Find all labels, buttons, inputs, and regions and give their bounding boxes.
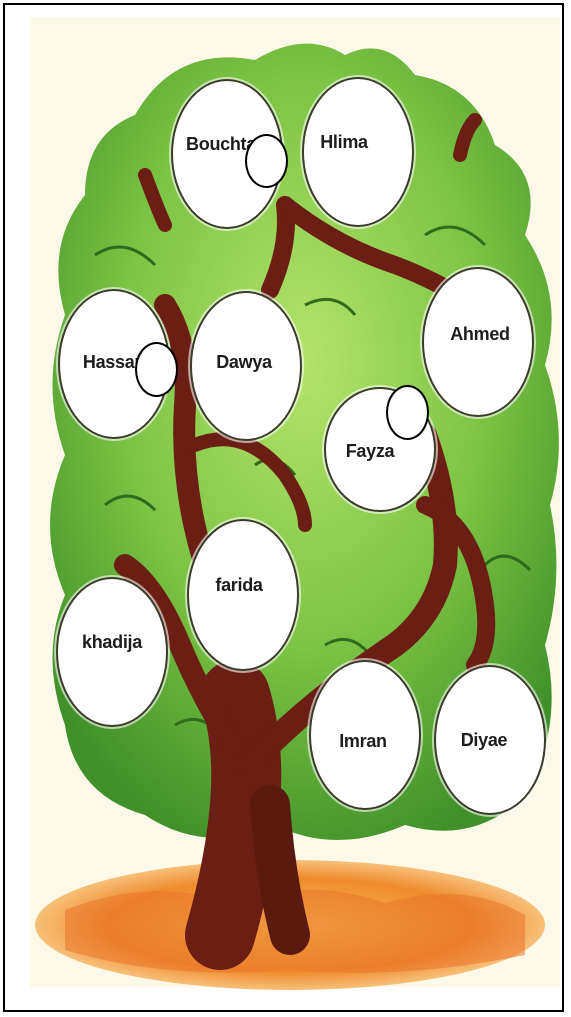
member-node-farida: farida <box>187 519 299 671</box>
member-node-dawya: Dawya <box>190 291 302 441</box>
member-name: Hlima <box>320 132 368 153</box>
member-node-khadija: khadija <box>56 577 168 727</box>
member-node-ahmed: Ahmed <box>422 267 534 417</box>
couple-marker-bouchta-hlima <box>245 134 288 188</box>
member-name: Imran <box>339 731 387 752</box>
member-node-imran: Imran <box>309 660 421 810</box>
member-node-diyae: Diyae <box>434 665 546 815</box>
member-name: khadija <box>82 632 142 653</box>
family-tree-frame: Bouchta Hlima Hassan Dawya Ahmed Fayza f… <box>3 3 564 1012</box>
member-name: Fayza <box>346 441 395 462</box>
couple-marker-ahmed-fayza <box>386 385 429 440</box>
member-name: Ahmed <box>450 324 510 345</box>
couple-marker-hassan-dawya <box>135 342 178 397</box>
member-node-hlima: Hlima <box>302 77 414 227</box>
member-name: Diyae <box>461 730 508 751</box>
member-name: Dawya <box>216 352 272 373</box>
member-name: farida <box>215 575 262 596</box>
